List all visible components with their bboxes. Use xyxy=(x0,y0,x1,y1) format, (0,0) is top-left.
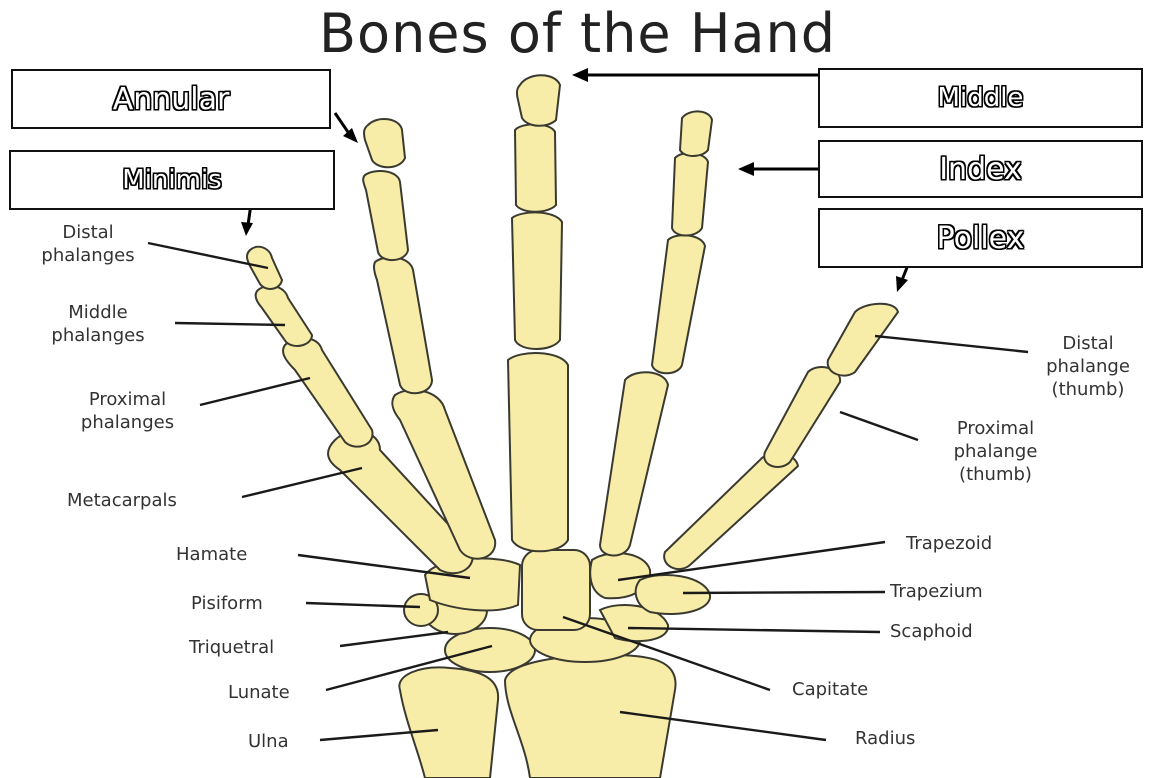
pollex-box: Pollex xyxy=(818,208,1143,268)
label-distal-phalanges: Distal phalanges xyxy=(18,221,158,267)
label-triquetral: Triquetral xyxy=(189,636,274,659)
arrow-middle-head xyxy=(572,68,588,82)
leader-proximal-phalange-thumb xyxy=(840,412,918,440)
ring-proximal-phalanx xyxy=(374,257,432,393)
index-box: Index xyxy=(818,140,1143,198)
label-middle-phalanges-line1: Middle xyxy=(28,301,168,324)
label-radius: Radius xyxy=(855,727,915,750)
leader-pisiform xyxy=(306,603,420,607)
ring-middle-phalanx xyxy=(363,171,408,260)
middle-label: Middle xyxy=(938,83,1024,113)
label-trapezoid: Trapezoid xyxy=(906,532,992,555)
index-proximal-phalanx xyxy=(652,235,705,373)
page-title: Bones of the Hand xyxy=(0,2,1155,65)
capitate-bone xyxy=(522,550,590,630)
leader-distal-phalange-thumb xyxy=(875,336,1028,352)
middle-metacarpal xyxy=(508,353,568,551)
label-distal-phalange-thumb-line2: phalange xyxy=(1028,355,1148,378)
leader-middle-phalanges xyxy=(175,323,285,325)
leader-triquetral xyxy=(340,632,448,646)
label-proximal-phalange-thumb-line3: (thumb) xyxy=(928,463,1063,486)
annular-box: Annular xyxy=(11,69,331,129)
index-middle-phalanx xyxy=(672,153,708,235)
label-proximal-phalange-thumb-line2: phalange xyxy=(928,440,1063,463)
leader-trapezium xyxy=(683,592,885,593)
index-distal-phalanx xyxy=(680,111,712,156)
thumb-metacarpal xyxy=(664,453,798,569)
ring-distal-phalanx xyxy=(364,119,405,167)
thumb-proximal-phalanx xyxy=(764,367,840,467)
label-proximal-phalanges-line1: Proximal xyxy=(55,388,200,411)
label-scaphoid: Scaphoid xyxy=(890,620,973,643)
ulna-bone xyxy=(399,667,498,778)
index-metacarpal xyxy=(600,372,668,555)
label-middle-phalanges-line2: phalanges xyxy=(28,324,168,347)
arrow-index-head xyxy=(738,162,754,176)
arrow-annular xyxy=(335,113,350,135)
annular-label: Annular xyxy=(113,82,230,117)
label-proximal-phalanges-line2: phalanges xyxy=(55,411,200,434)
little-middle-phalanx xyxy=(256,286,312,346)
label-distal-phalanges-line1: Distal xyxy=(18,221,158,244)
label-hamate: Hamate xyxy=(176,543,247,566)
minimis-label: Minimis xyxy=(122,165,221,195)
middle-proximal-phalanx xyxy=(512,212,562,349)
label-proximal-phalanges: Proximal phalanges xyxy=(55,388,200,434)
leader-proximal-phalanges xyxy=(200,378,310,405)
label-distal-phalange-thumb-line3: (thumb) xyxy=(1028,378,1148,401)
label-proximal-phalange-thumb-line1: Proximal xyxy=(928,417,1063,440)
trapezium-bone xyxy=(636,575,710,614)
label-proximal-phalange-thumb: Proximal phalange (thumb) xyxy=(928,417,1063,486)
label-capitate: Capitate xyxy=(792,678,868,701)
label-middle-phalanges: Middle phalanges xyxy=(28,301,168,347)
leader-metacarpals xyxy=(242,468,362,497)
index-label: Index xyxy=(939,152,1022,187)
label-ulna: Ulna xyxy=(248,730,289,753)
arrow-minimis-head xyxy=(241,222,253,236)
label-pisiform: Pisiform xyxy=(191,592,263,615)
thumb-distal-phalanx xyxy=(828,304,898,376)
middle-middle-phalanx xyxy=(515,124,556,212)
middle-box: Middle xyxy=(818,68,1143,128)
label-distal-phalange-thumb: Distal phalange (thumb) xyxy=(1028,332,1148,401)
label-distal-phalanges-line2: phalanges xyxy=(18,244,158,267)
minimis-box: Minimis xyxy=(9,150,335,210)
label-distal-phalange-thumb-line1: Distal xyxy=(1028,332,1148,355)
little-proximal-phalanx xyxy=(283,338,372,447)
pollex-label: Pollex xyxy=(937,221,1025,256)
arrow-pollex-head xyxy=(896,276,908,292)
label-lunate: Lunate xyxy=(228,681,290,704)
middle-distal-phalanx xyxy=(517,75,560,126)
label-metacarpals: Metacarpals xyxy=(67,489,177,512)
label-trapezium: Trapezium xyxy=(890,580,983,603)
leader-trapezoid xyxy=(618,542,885,580)
